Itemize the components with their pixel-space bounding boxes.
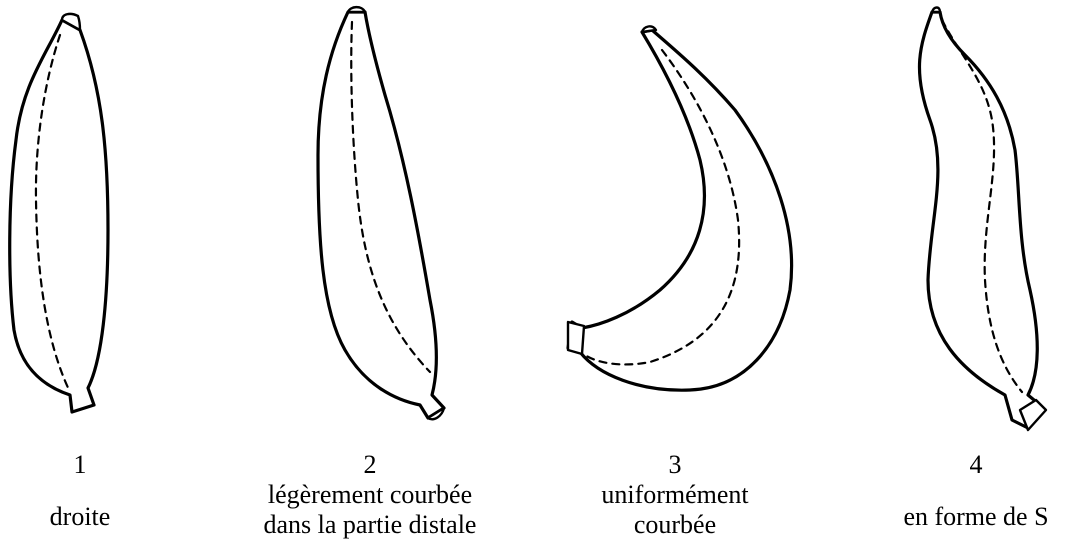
shape-label-2: 2 légèrement courbée dans la partie dist… bbox=[215, 450, 525, 540]
shape-number-2: 2 bbox=[215, 450, 525, 480]
shape-description-4: en forme de S bbox=[870, 502, 1082, 532]
banana-uniformly-curved bbox=[568, 26, 792, 390]
shape-description-2-line-1: légèrement courbée bbox=[215, 480, 525, 510]
banana-straight bbox=[10, 14, 108, 412]
shape-label-4: 4 en forme de S bbox=[870, 450, 1082, 532]
shape-description-2-line-2: dans la partie distale bbox=[215, 510, 525, 540]
shape-number-4: 4 bbox=[870, 450, 1082, 480]
shape-number-3: 3 bbox=[545, 450, 805, 480]
shape-description-3-line-1: uniformément bbox=[545, 480, 805, 510]
shape-label-3: 3 uniformément courbée bbox=[545, 450, 805, 540]
banana-shape-diagram bbox=[0, 0, 1082, 440]
banana-s-shaped bbox=[919, 8, 1046, 431]
banana-slightly-curved bbox=[318, 7, 444, 419]
shape-number-1: 1 bbox=[0, 450, 160, 480]
shape-label-1: 1 droite bbox=[0, 450, 160, 532]
shape-description-3-line-2: courbée bbox=[545, 510, 805, 540]
shape-description-1: droite bbox=[0, 502, 160, 532]
